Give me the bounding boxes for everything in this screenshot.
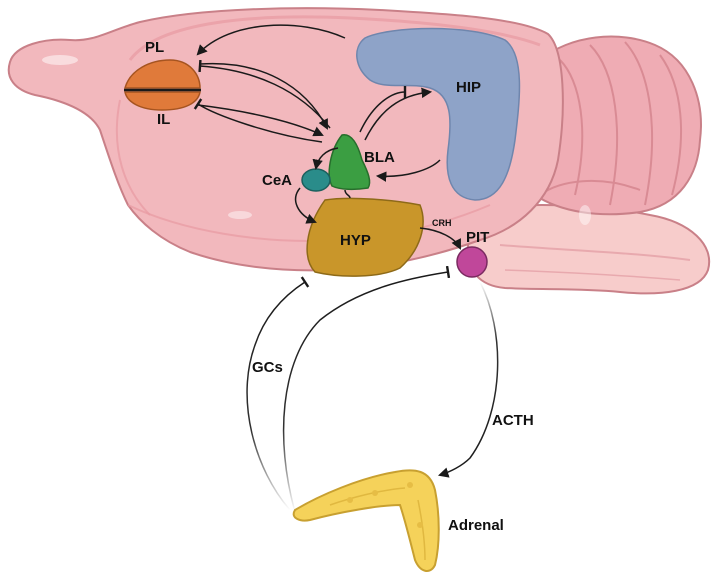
pit-gland bbox=[456, 246, 488, 278]
bla-region bbox=[328, 134, 371, 191]
label-bla: BLA bbox=[364, 149, 395, 166]
hyp-region bbox=[306, 197, 424, 277]
label-gcs: GCs bbox=[252, 359, 283, 376]
il-region bbox=[124, 91, 201, 111]
label-crh: CRH bbox=[432, 218, 452, 228]
pl-region bbox=[124, 59, 201, 89]
cea-region bbox=[301, 168, 331, 192]
label-il: IL bbox=[157, 111, 170, 128]
gcs-arrow-hyp bbox=[246, 276, 310, 511]
label-cea: CeA bbox=[262, 172, 292, 189]
label-adrenal: Adrenal bbox=[448, 517, 504, 534]
label-acth: ACTH bbox=[492, 412, 534, 429]
acth-arrow bbox=[437, 281, 499, 478]
label-hip: HIP bbox=[456, 79, 481, 96]
label-pl: PL bbox=[145, 39, 164, 56]
adrenal-gland bbox=[292, 469, 440, 572]
connection-arrows bbox=[193, 24, 461, 250]
gcs-arrow-pit bbox=[282, 265, 451, 513]
label-hyp: HYP bbox=[340, 232, 371, 249]
label-pit: PIT bbox=[466, 229, 489, 246]
hip-region bbox=[356, 27, 521, 201]
